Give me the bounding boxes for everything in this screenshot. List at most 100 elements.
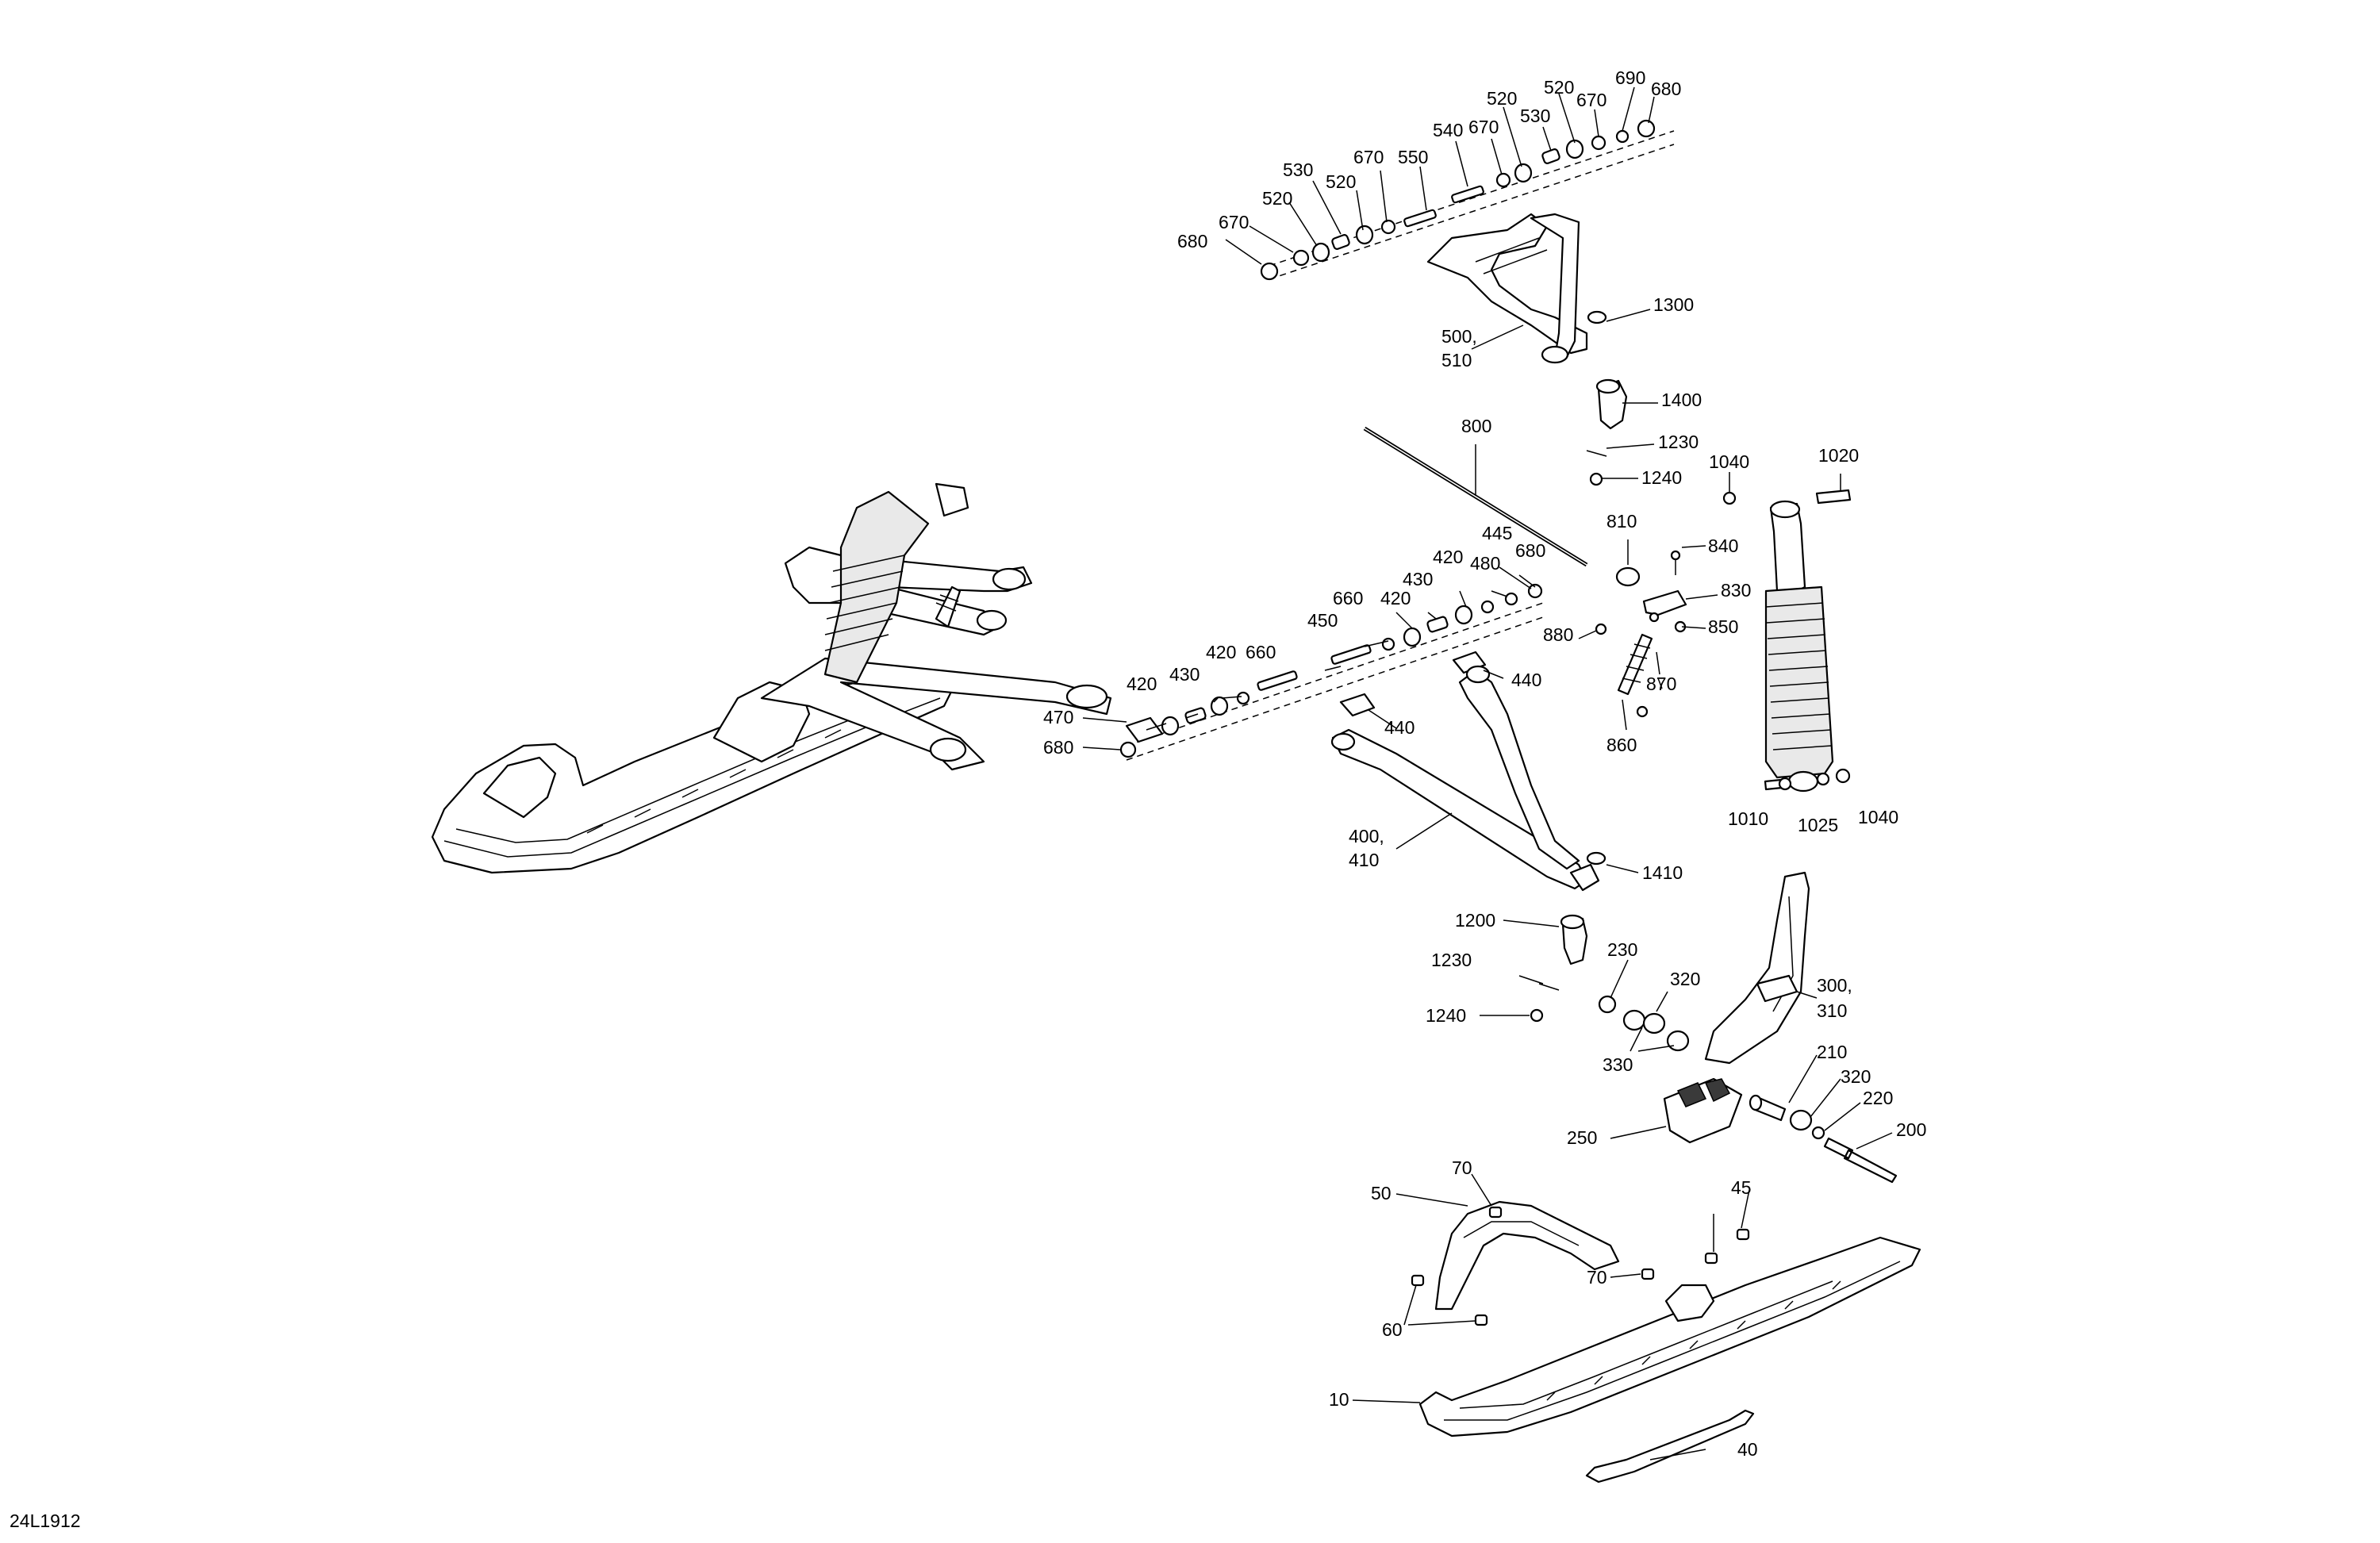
callout-850: 850	[1708, 616, 1738, 637]
callout-420: 420	[1380, 588, 1411, 608]
callout-430: 430	[1403, 569, 1433, 589]
callout-220: 220	[1863, 1088, 1893, 1108]
callout-680: 680	[1651, 79, 1681, 99]
callout-320: 320	[1670, 969, 1700, 989]
spindle-bushings	[1598, 995, 1690, 1052]
callout-870: 870	[1646, 674, 1676, 694]
callout-470: 470	[1043, 707, 1073, 727]
callout-670: 670	[1219, 212, 1249, 232]
callout-1040: 1040	[1709, 451, 1749, 472]
callout-550: 550	[1398, 147, 1428, 167]
callout-680: 680	[1515, 540, 1545, 561]
ski-handle	[1434, 1200, 1620, 1311]
o-ring-1300	[1587, 310, 1607, 324]
callout-840: 840	[1708, 535, 1738, 556]
callout-400: 400,	[1349, 826, 1384, 846]
ski-bumper	[1663, 1077, 1743, 1144]
lower-arm-hardware-row	[1119, 583, 1544, 761]
callout-670: 670	[1576, 90, 1606, 110]
callout-210: 210	[1817, 1042, 1847, 1062]
callout-520: 520	[1262, 188, 1292, 209]
callout-670: 670	[1353, 147, 1384, 167]
callout-1200: 1200	[1455, 910, 1495, 931]
callout-1240: 1240	[1426, 1005, 1466, 1026]
callout-1230: 1230	[1658, 432, 1699, 452]
callout-1400: 1400	[1661, 390, 1702, 410]
callout-420: 420	[1433, 547, 1463, 567]
spindle	[1704, 871, 1810, 1065]
callout-330: 330	[1603, 1054, 1633, 1075]
upper-a-arm	[1426, 213, 1588, 364]
callout-480: 480	[1470, 553, 1500, 574]
callout-1300: 1300	[1653, 294, 1694, 315]
callout-1020: 1020	[1818, 445, 1859, 466]
callout-810: 810	[1606, 511, 1637, 532]
callout-60: 60	[1382, 1319, 1403, 1340]
bolt-60-a	[1411, 1274, 1425, 1287]
callout-50: 50	[1371, 1183, 1392, 1203]
callout-800: 800	[1461, 416, 1491, 436]
callout-440: 440	[1511, 670, 1541, 690]
callout-1025: 1025	[1798, 815, 1838, 835]
callout-520: 520	[1487, 88, 1517, 109]
drawing-code: 24L1912	[10, 1510, 81, 1531]
shock-absorber	[1722, 489, 1852, 793]
callout-440: 440	[1384, 717, 1415, 738]
callout-200: 200	[1896, 1119, 1926, 1140]
callout-450: 450	[1307, 610, 1338, 631]
ski-pivot-hardware	[1749, 1094, 1898, 1184]
callout-45: 45	[1731, 1177, 1752, 1198]
callout-70: 70	[1452, 1157, 1472, 1178]
callout-1040: 1040	[1858, 807, 1898, 827]
callout-430: 430	[1169, 664, 1200, 685]
callout-1010: 1010	[1728, 808, 1768, 829]
bolt-70-side	[1641, 1268, 1655, 1280]
callout-680: 680	[1043, 737, 1073, 758]
lower-a-arm	[1330, 665, 1600, 892]
callout-520: 520	[1544, 77, 1574, 98]
callout-880: 880	[1543, 624, 1573, 645]
bolt-45-b	[1704, 1252, 1718, 1265]
callout-230: 230	[1607, 939, 1637, 960]
callout-660: 660	[1333, 588, 1363, 608]
ski	[1418, 1236, 1921, 1437]
callout-860: 860	[1606, 735, 1637, 755]
callout-70: 70	[1587, 1267, 1607, 1288]
callout-830: 830	[1721, 580, 1751, 601]
leader-lines	[1082, 86, 1893, 1460]
callout-510: 510	[1441, 350, 1472, 370]
callout-670: 670	[1468, 117, 1499, 137]
callout-690: 690	[1615, 67, 1645, 88]
callout-500: 500,	[1441, 326, 1477, 347]
bolt-70-top	[1488, 1206, 1503, 1219]
callout-1240: 1240	[1641, 467, 1682, 488]
callout-10: 10	[1329, 1389, 1349, 1410]
callout-40: 40	[1737, 1439, 1758, 1460]
callout-420: 420	[1206, 642, 1236, 662]
callout-530: 530	[1520, 106, 1550, 126]
callout-540: 540	[1433, 120, 1463, 140]
upper-ball-joint	[1586, 378, 1628, 486]
upper-arm-hardware-row	[1260, 119, 1675, 281]
lower-ball-joint	[1530, 914, 1588, 1023]
callout-680: 680	[1177, 231, 1207, 251]
callout-520: 520	[1326, 171, 1356, 192]
callout-1230: 1230	[1431, 950, 1472, 970]
callout-1410: 1410	[1642, 862, 1683, 883]
callout-445: 445	[1482, 523, 1512, 543]
sway-link-parts	[1595, 550, 1687, 718]
callout-530: 530	[1283, 159, 1313, 180]
callout-250: 250	[1567, 1127, 1597, 1148]
callout-410: 410	[1349, 850, 1379, 870]
bolt-45-a	[1736, 1228, 1750, 1241]
o-ring-1410	[1586, 851, 1606, 866]
callout-660: 660	[1246, 642, 1276, 662]
callout-310: 310	[1817, 1000, 1847, 1021]
callout-320: 320	[1841, 1066, 1871, 1087]
callout-300: 300,	[1817, 975, 1852, 996]
callout-labels: 680 670 520 530 520 670 550 540 670 520 …	[1043, 67, 1926, 1460]
callout-420: 420	[1127, 674, 1157, 694]
bolt-60-b	[1474, 1314, 1488, 1326]
carbide-runner	[1585, 1409, 1755, 1484]
